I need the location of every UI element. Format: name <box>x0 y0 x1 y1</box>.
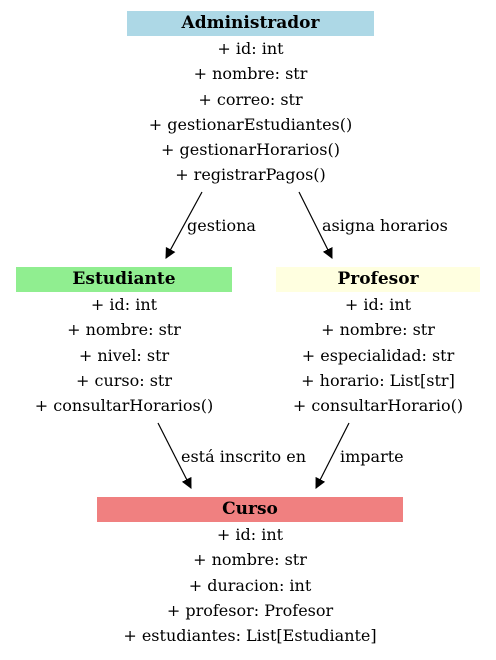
class-profesor: Profesor + id: int + nombre: str + especia… <box>276 267 480 418</box>
edge-label-gestiona: gestiona <box>187 216 256 235</box>
class-curso: Curso + id: int + nombre: str + duracion: … <box>97 497 403 648</box>
class-members-estudiante: + id: int + nombre: str + nivel: str + curs… <box>16 292 232 418</box>
class-member: + gestionarHorarios() <box>161 140 340 160</box>
class-member: + nombre: str <box>193 64 308 84</box>
class-member: + nombre: str <box>193 550 307 570</box>
class-member: + especialidad: str <box>301 345 455 365</box>
class-member: + duracion: int <box>188 575 312 595</box>
edge-label-asigna-horarios: asigna horarios <box>322 216 448 235</box>
class-estudiante: Estudiante + id: int + nombre: str + nivel… <box>16 267 232 418</box>
class-header-estudiante: Estudiante <box>16 267 232 292</box>
class-members-curso: + id: int + nombre: str + duracion: int + p… <box>97 522 403 648</box>
class-member: + id: int <box>217 39 284 58</box>
class-members-administrador: + id: int + nombre: str + correo: str + ges… <box>127 36 374 188</box>
edge-profesor-curso <box>315 422 350 489</box>
class-member: + curso: str <box>75 370 172 390</box>
class-header-profesor: Profesor <box>276 267 480 292</box>
class-member: + profesor: Profesor <box>166 600 334 620</box>
class-header-curso: Curso <box>97 497 403 522</box>
class-member: + id: int <box>216 525 284 544</box>
class-member: + consultarHorarios() <box>34 396 214 416</box>
edge-label-imparte: imparte <box>340 447 404 466</box>
class-administrador: Administrador + id: int + nombre: str + co… <box>127 11 374 188</box>
edge-admin-profesor <box>298 191 333 259</box>
class-member: + nivel: str <box>78 345 170 365</box>
edge-admin-estudiante <box>165 191 203 259</box>
class-member: + gestionarEstudiantes() <box>148 114 353 134</box>
class-member: + consultarHorario() <box>292 396 464 416</box>
class-header-administrador: Administrador <box>127 11 374 36</box>
class-member: + id: int <box>90 295 158 314</box>
class-member: + nombre: str <box>321 320 435 340</box>
class-member: + registrarPagos() <box>175 165 326 185</box>
class-members-profesor: + id: int + nombre: str + especialidad: st… <box>276 292 480 418</box>
class-member: + estudiantes: List[Estudiante] <box>123 626 377 646</box>
class-member: + horario: List[str] <box>301 370 455 390</box>
class-member: + correo: str <box>198 89 303 109</box>
class-member: + id: int <box>344 295 412 314</box>
edge-label-esta-inscrito-en: está inscrito en <box>181 447 307 466</box>
edge-estudiante-curso <box>157 422 192 489</box>
class-member: + nombre: str <box>67 320 181 340</box>
